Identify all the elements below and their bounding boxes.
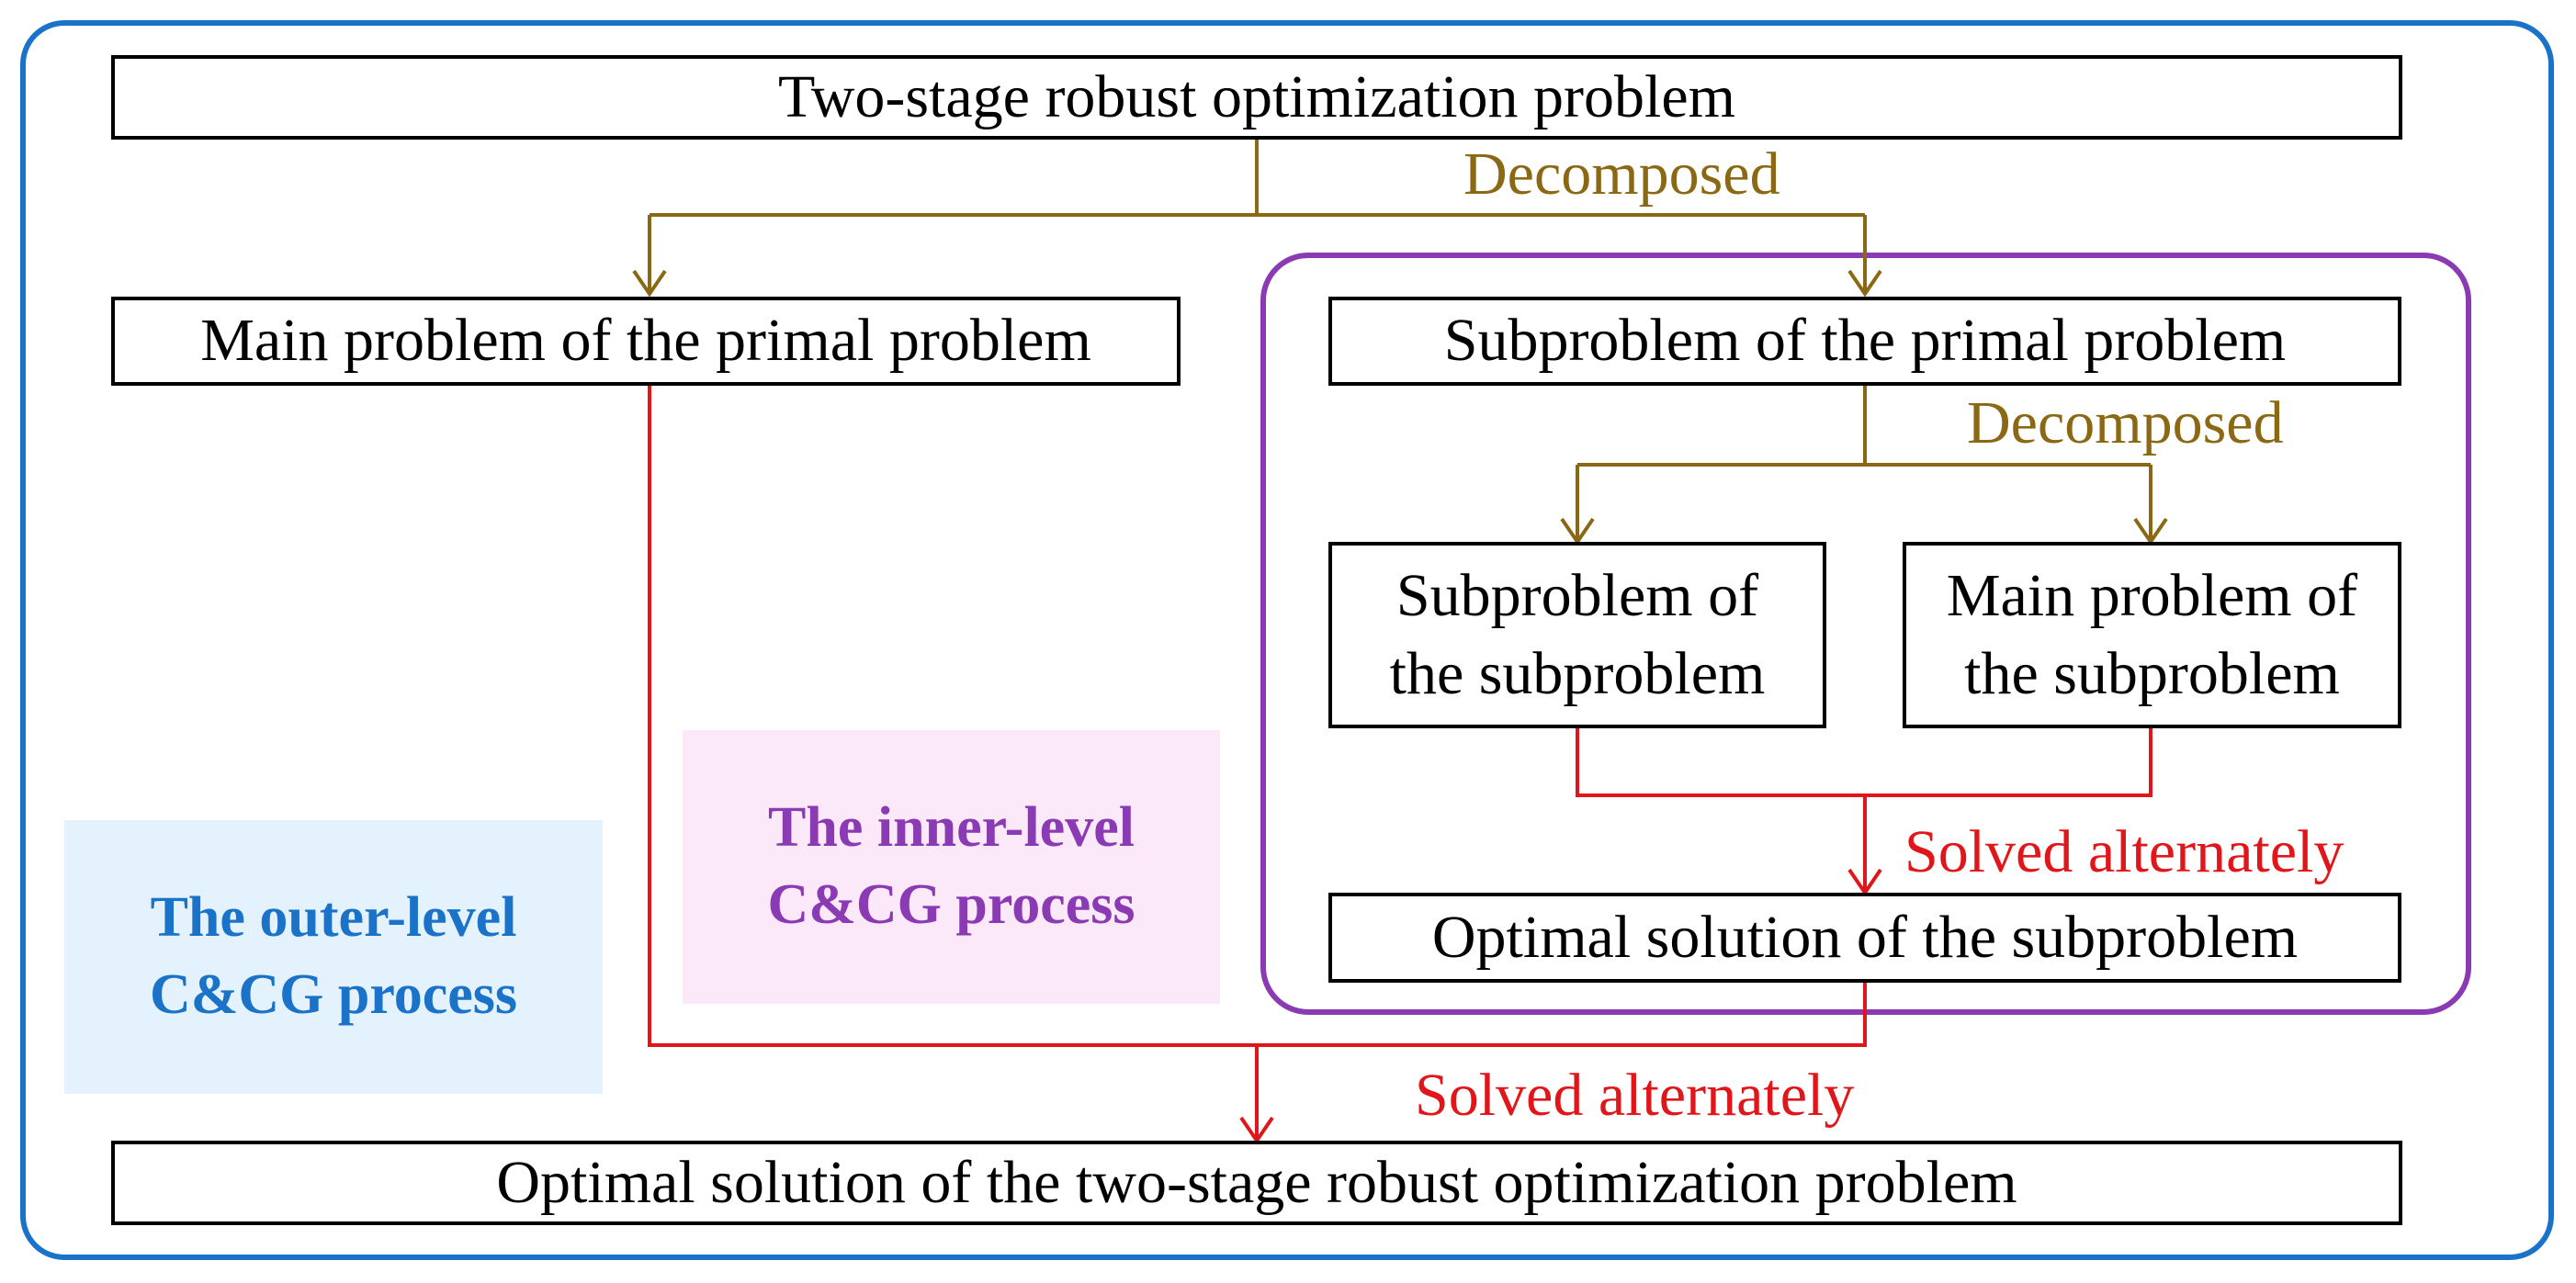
box-main-primal: Main problem of the primal problem [111, 297, 1181, 386]
solve-connector-outer [648, 386, 1867, 1144]
box-two-stage-problem: Two-stage robust optimization problem [111, 55, 2402, 140]
outer-frame [20, 20, 2554, 1260]
box-opt-sub: Optimal solution of the subproblem [1328, 893, 2401, 983]
box-opt-final: Optimal solution of the two-stage robust… [111, 1141, 2402, 1225]
label-solved-inner: Solved alternately [1904, 818, 2344, 885]
box-sub-primal: Subproblem of the primal problem [1328, 297, 2401, 386]
label-decomposed-inner: Decomposed [1967, 389, 2284, 456]
decompose-connector-top [632, 138, 1882, 298]
label-decomposed-top: Decomposed [1463, 141, 1780, 208]
decompose-connector-inner [1560, 386, 2168, 546]
label-solved-outer: Solved alternately [1415, 1062, 1855, 1129]
